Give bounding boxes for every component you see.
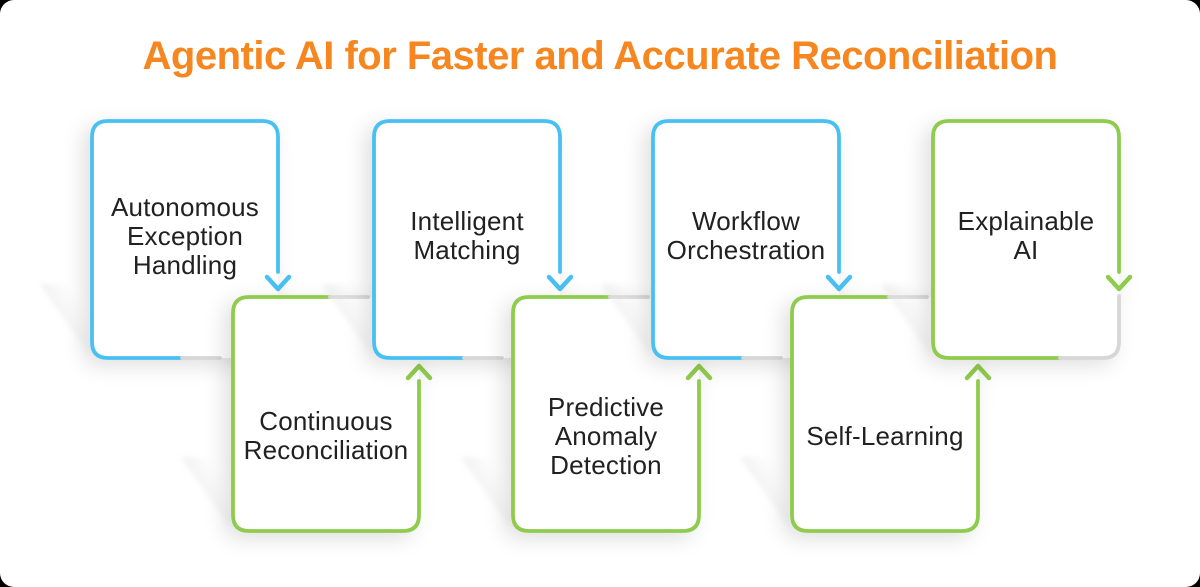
corner-shadow xyxy=(322,284,372,356)
card xyxy=(374,121,560,358)
box-label-continuous-reconciliation: Continuous Reconciliation xyxy=(243,406,409,465)
down-arrow-icon xyxy=(825,274,853,292)
card xyxy=(792,297,978,531)
down-arrow-icon xyxy=(1105,274,1133,292)
border-gray-segment xyxy=(1058,294,1121,360)
corner-shadow xyxy=(881,284,931,356)
box-label-autonomous-exception-handling: Autonomous Exception Handling xyxy=(111,191,259,280)
down-arrow-icon xyxy=(264,274,292,292)
corner-shadow xyxy=(461,457,511,529)
box-explainable-ai xyxy=(931,119,1133,360)
card-border xyxy=(511,295,701,533)
up-arrow-icon xyxy=(964,363,992,381)
box-label-self-learning: Self-Learning xyxy=(806,420,964,451)
card xyxy=(933,121,1119,358)
card-border xyxy=(931,119,1121,360)
corner-shadow xyxy=(740,457,790,529)
box-predictive-anomaly-detection xyxy=(511,295,713,533)
card-border xyxy=(231,295,421,533)
card xyxy=(233,297,419,531)
box-label-explainable-ai: Explainable AI xyxy=(957,206,1095,265)
corner-shadow xyxy=(181,457,231,529)
card-border xyxy=(790,295,980,533)
box-label-workflow-orchestration: Workflow Orchestration xyxy=(666,206,826,265)
corner-shadow xyxy=(40,284,90,356)
card xyxy=(513,297,699,531)
box-label-intelligent-matching: Intelligent Matching xyxy=(410,206,524,265)
up-arrow-icon xyxy=(685,363,713,381)
down-arrow-icon xyxy=(546,274,574,292)
card xyxy=(653,121,839,358)
card xyxy=(92,121,278,358)
box-label-predictive-anomaly-detection: Predictive Anomaly Detection xyxy=(547,391,665,480)
box-workflow-orchestration xyxy=(651,119,853,360)
card-border xyxy=(90,119,280,360)
box-autonomous-exception-handling xyxy=(90,119,292,360)
page-title: Agentic AI for Faster and Accurate Recon… xyxy=(142,34,1058,78)
box-intelligent-matching xyxy=(372,119,574,360)
corner-shadow xyxy=(601,284,651,356)
card-border xyxy=(372,119,562,360)
up-arrow-icon xyxy=(405,363,433,381)
card-border xyxy=(651,119,841,360)
